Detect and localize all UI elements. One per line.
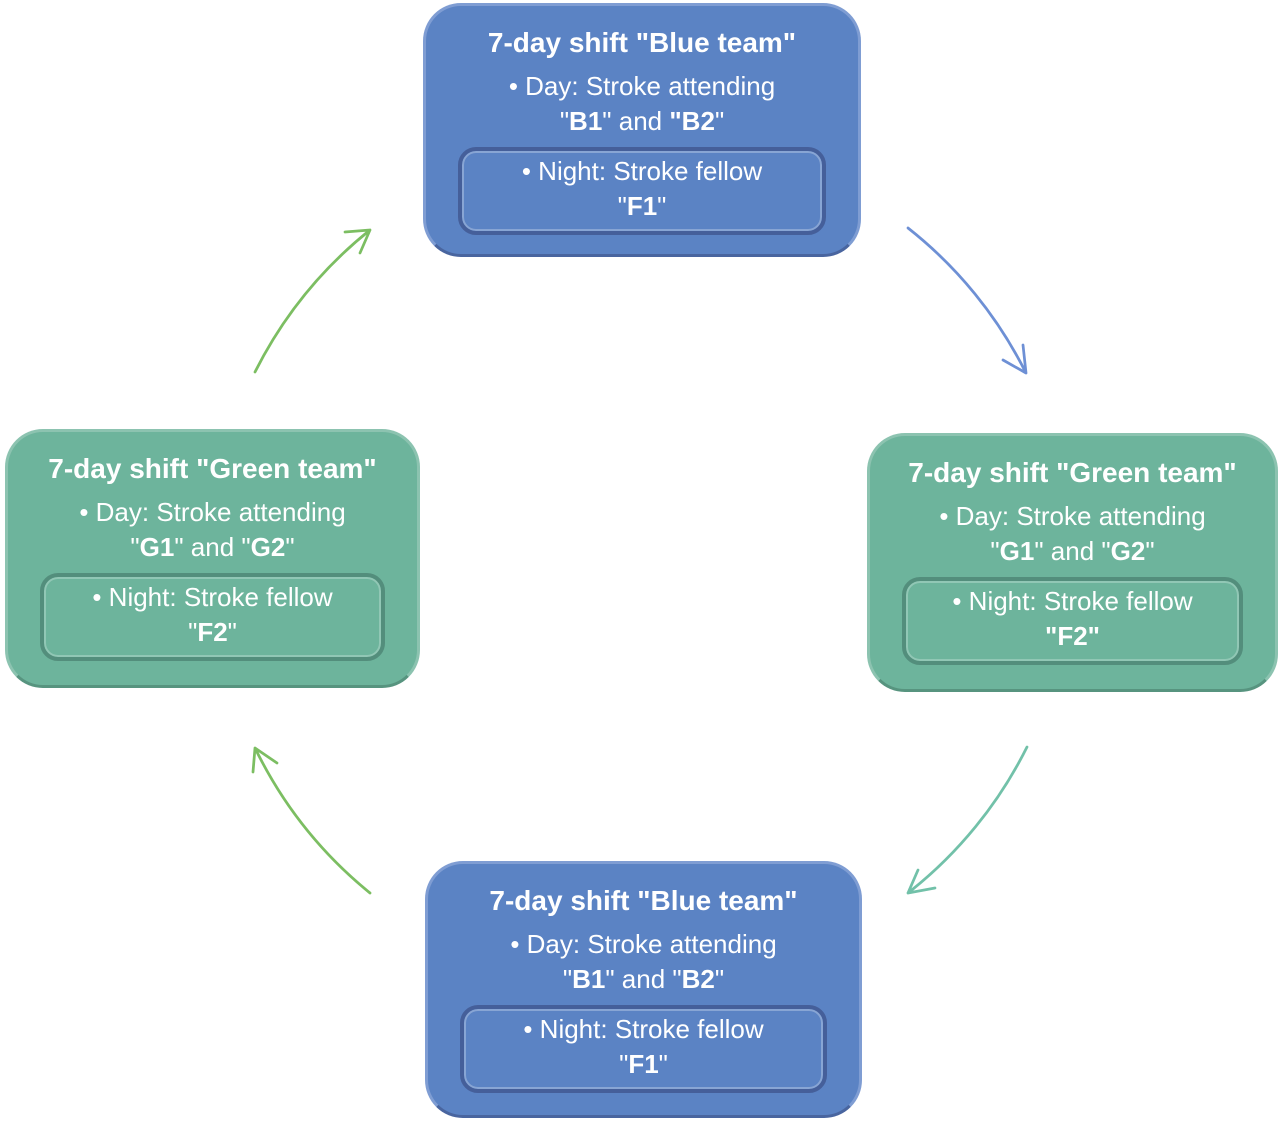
arrow-bottom-to-left: [251, 746, 372, 895]
night-shift-box: • Night: Stroke fellow "F2": [40, 573, 385, 661]
box-title: 7-day shift "Blue team": [487, 27, 797, 58]
day-shift-text: • Day: Stroke attending "B1" and "B2": [510, 929, 777, 994]
shift-box-blue-bottom: 7-day shift "Blue team" • Day: Stroke at…: [425, 861, 862, 1118]
night-shift-box: • Night: Stroke fellow "F1": [458, 147, 826, 235]
shift-box-green-left: 7-day shift "Green team" • Day: Stroke a…: [5, 429, 420, 688]
shift-box-green-right: 7-day shift "Green team" • Day: Stroke a…: [867, 433, 1278, 692]
arrow-left-to-top: [253, 228, 372, 374]
box-title: 7-day shift "Blue team": [489, 885, 798, 916]
box-title: 7-day shift "Green team": [908, 457, 1237, 488]
day-shift-text: • Day: Stroke attending "B1" and "B2": [508, 71, 776, 136]
day-shift-text: • Day: Stroke attending "G1" and "G2": [79, 497, 346, 562]
day-shift-text: • Day: Stroke attending "G1" and "G2": [939, 501, 1206, 566]
box-title: 7-day shift "Green team": [48, 453, 377, 484]
night-shift-box: • Night: Stroke fellow "F1": [460, 1005, 827, 1093]
arrow-right-to-bottom: [906, 745, 1029, 895]
arrow-top-to-right: [906, 226, 1028, 375]
shift-box-blue-top: 7-day shift "Blue team" • Day: Stroke at…: [423, 3, 861, 257]
night-shift-box: • Night: Stroke fellow "F2": [902, 577, 1243, 665]
